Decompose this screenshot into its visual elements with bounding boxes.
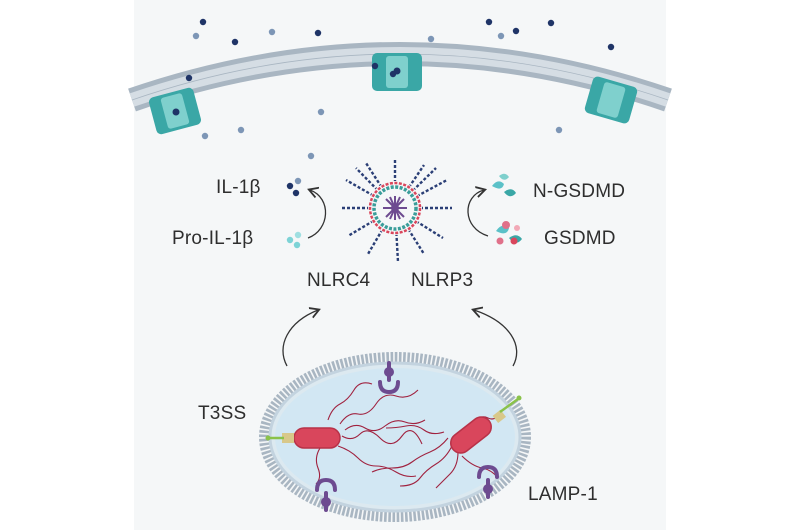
- label-il1b: IL-1β: [216, 177, 261, 198]
- inflammasome-complex: [340, 158, 452, 263]
- bacteria-containing-vacuole: [259, 352, 531, 522]
- flagella: [315, 382, 503, 489]
- n-gsdmd-fragments: [492, 173, 516, 197]
- t3ss-needle-right: [492, 395, 522, 424]
- bacterium-left: [293, 427, 341, 449]
- activation-arrow-nlrc4: [282, 310, 318, 367]
- membrane-pore-left: [148, 87, 202, 135]
- label-pro-il1b: Pro-IL-1β: [172, 228, 254, 249]
- pro-il1b-particles: [286, 231, 302, 249]
- label-nlrc4: NLRC4: [307, 270, 371, 291]
- cleavage-arrow-il1b: [308, 190, 327, 239]
- bacterium-right: [450, 416, 492, 454]
- gsdmd-proteins: [496, 221, 522, 245]
- il1b-particles: [286, 177, 302, 197]
- released-cytokines: [185, 18, 615, 160]
- lamp1-top: [378, 361, 400, 395]
- label-nlrp3: NLRP3: [411, 270, 474, 291]
- lamp1-bottom-right: [477, 464, 499, 499]
- t3ss-needle-left: [265, 433, 294, 443]
- activation-arrow-nlrp3: [474, 310, 518, 367]
- lamp1-bottom-left: [315, 477, 337, 512]
- cleavage-arrow-gsdmd: [467, 190, 489, 237]
- membrane-pore-center: [372, 53, 422, 91]
- label-t3ss: T3SS: [198, 403, 247, 424]
- membrane-pore-right: [584, 76, 638, 124]
- label-lamp1: LAMP-1: [528, 484, 598, 505]
- label-gsdmd: GSDMD: [544, 228, 616, 249]
- label-n-gsdmd: N-GSDMD: [533, 181, 626, 202]
